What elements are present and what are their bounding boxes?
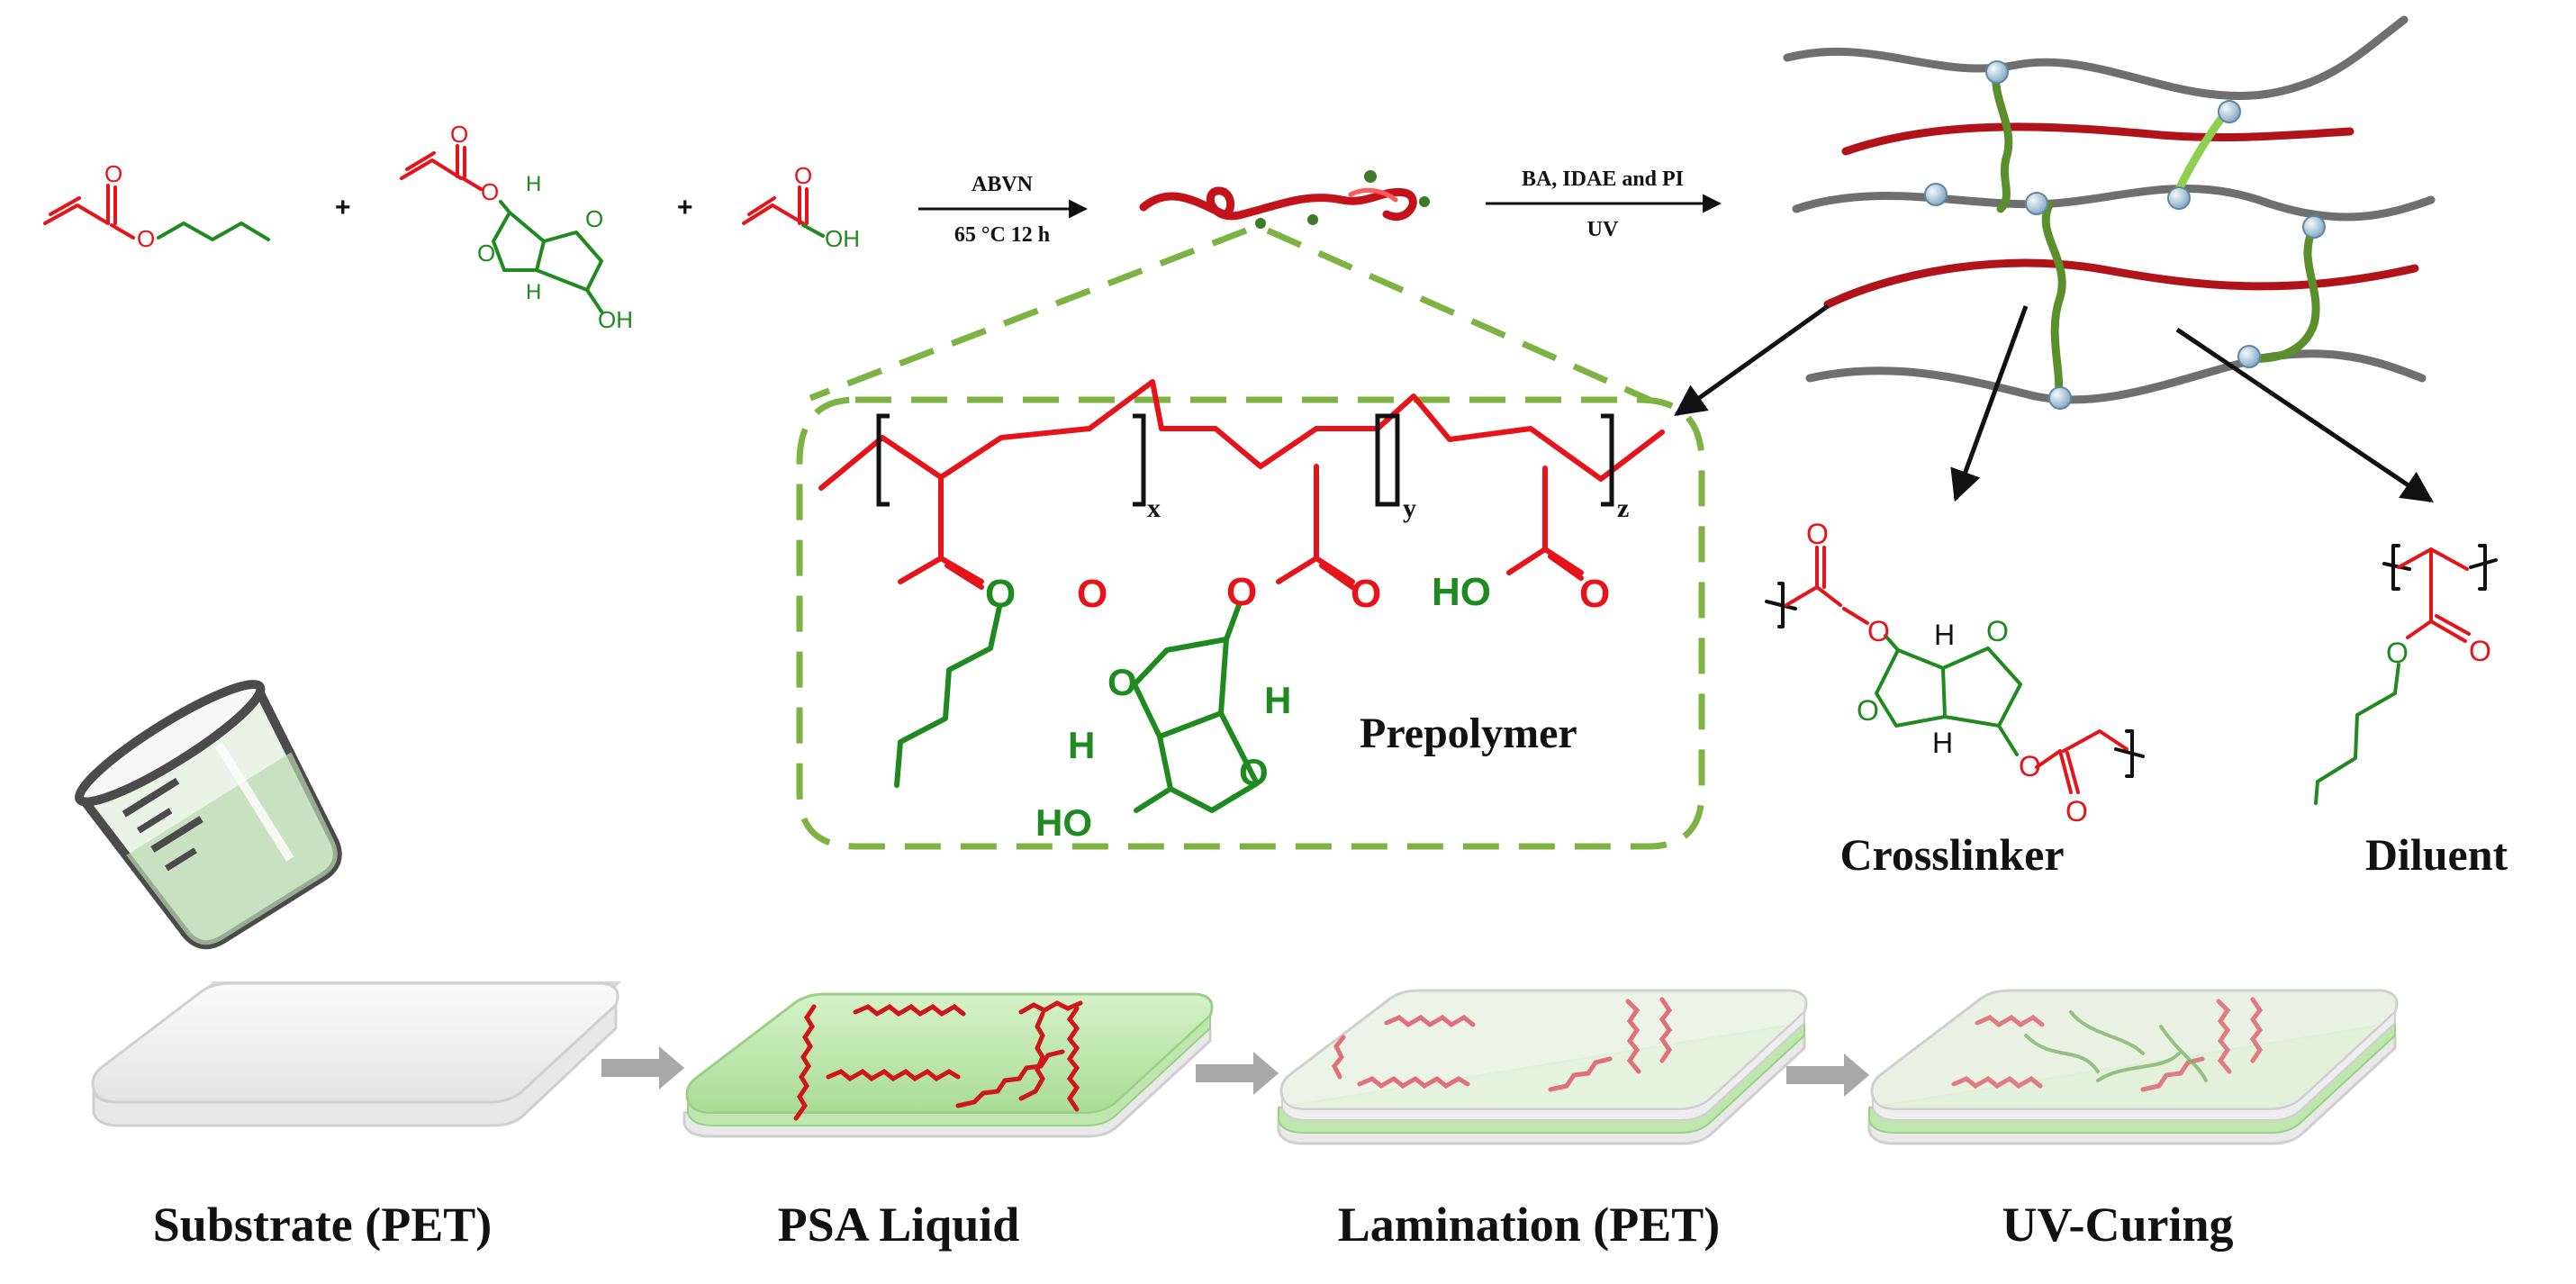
acrylic-acid-structure [742,185,825,238]
step2-condition-label: UV [1587,218,1619,241]
crosslinked-network [1783,15,2436,410]
atom-o-label: O [1806,518,1829,550]
psa-liquid-slab [682,992,1214,1138]
atom-o-label: O [985,572,1016,616]
atom-o-label: O [137,225,155,252]
substrate-pet-slab [91,981,621,1127]
atom-o-label: O [1077,572,1107,616]
prepolymer-zoom-callout [796,227,1705,850]
pointer-arrow-crosslinker [1950,305,2029,502]
process-arrow [1786,1053,1869,1097]
diluent-label: Diluent [2365,829,2508,880]
atom-o-label: O [794,162,812,189]
atom-o-label: O [104,160,122,187]
atom-h-label: H [1264,679,1291,721]
atom-o-label: O [1226,570,1257,614]
repeat-unit-z-subscript: z [1617,493,1629,523]
step1-catalyst-label: ABVN [972,173,1034,196]
beaker-icon [74,680,342,950]
process-step-label: UV-Curing [2002,1198,2233,1252]
isosorbide-acrylate-structure [400,144,603,313]
process-step-label: Substrate (PET) [153,1198,493,1252]
prepolymer-structure [818,379,1665,813]
atom-o-label: O [1107,661,1137,703]
atom-h-label: H [1934,619,1955,651]
atom-h-label: H [1932,727,1953,759]
atom-o-label: O [1986,615,2009,647]
atom-o-label: O [585,205,603,232]
atom-o-label: O [477,240,495,267]
prepolymer-label: Prepolymer [1360,710,1577,757]
repeat-unit-x-subscript: x [1147,493,1161,523]
step2-reagent-label: BA, IDAE and PI [1522,167,1684,191]
atom-oh-label: OH [598,306,633,333]
step1-condition-label: 65 °C 12 h [954,223,1050,247]
atom-o-label: O [2469,635,2491,667]
atom-o-label: O [2386,637,2409,669]
uv-curing-slab [1867,989,2399,1145]
atom-o-label: O [1579,572,1610,616]
repeat-brackets [876,413,1614,507]
atom-o-label: O [450,121,468,148]
prepolymer-chain-icon [1139,170,1430,229]
pointer-arrow-diluent [2175,327,2434,503]
atom-ho-label: HO [1432,570,1491,614]
atom-h-label: H [526,280,541,304]
atom-o-label: O [481,178,499,205]
crosslinker-structure [1765,546,2145,794]
atom-o-label: O [1351,572,1381,616]
atom-h-label: H [526,172,541,196]
process-arrow [1196,1052,1279,1095]
atom-o-label: O [1857,694,1879,727]
pointer-arrow-prepolymer [1674,303,1830,417]
plus-sign: + [677,193,693,222]
repeat-unit-y-subscript: y [1403,493,1416,523]
lamination-pet-slab [1277,989,1808,1145]
plus-sign: + [335,193,351,222]
process-arrow [601,1046,684,1090]
atom-h-label: H [1068,724,1095,766]
atom-o-label: O [1239,751,1269,793]
crosslinker-label: Crosslinker [1839,829,2064,880]
process-step-label: PSA Liquid [778,1198,1020,1252]
diluent-structure [2314,544,2498,805]
atom-o-label: O [2019,750,2041,782]
atom-o-label: O [1867,615,1890,647]
atom-ho-label: HO [1035,801,1092,844]
butyl-acrylate-structure [43,184,270,241]
atom-o-label: O [2065,795,2088,827]
process-step-label: Lamination (PET) [1338,1198,1721,1252]
atom-oh-label: OH [825,225,860,252]
